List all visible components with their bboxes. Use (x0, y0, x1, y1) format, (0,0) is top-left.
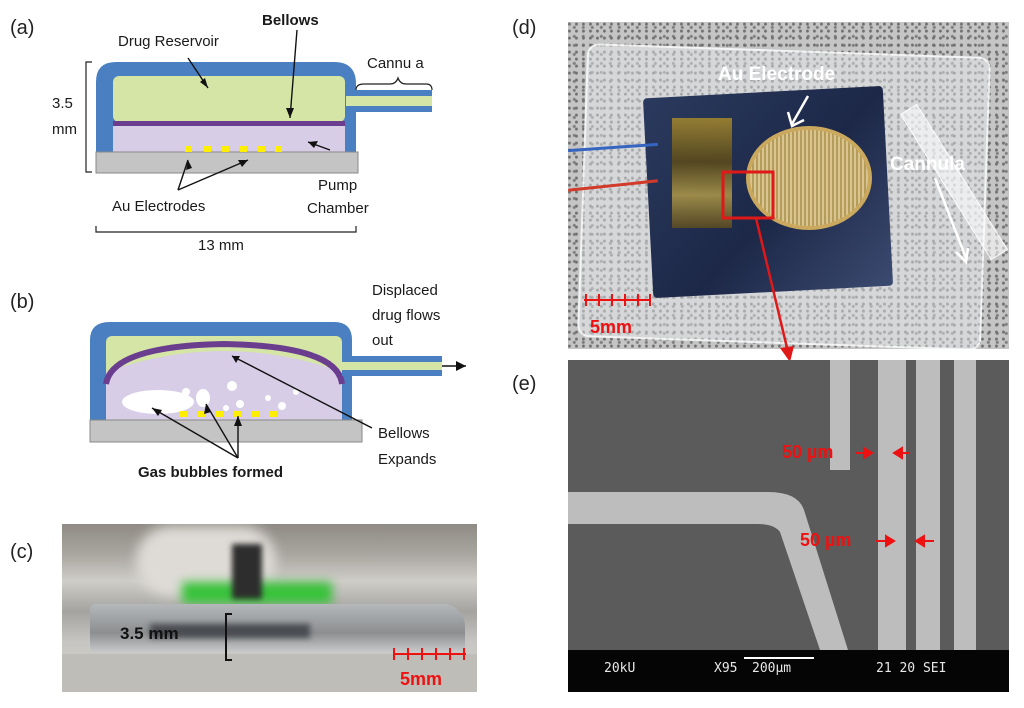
panel-b-label: (b) (10, 291, 35, 313)
bellows-expands-1: Bellows (378, 425, 430, 442)
au-electrode-label: Au Electrode (718, 64, 836, 85)
panel-d-label: (d) (512, 17, 537, 39)
sem-kv: 20kU (604, 661, 636, 676)
dark-wire (232, 544, 262, 599)
width-label: 13 mm (198, 237, 244, 254)
trace-width-1: 50 µm (782, 442, 834, 462)
height-value: 3.5 (52, 95, 73, 112)
drug-reservoir-label: Drug Reservoir (118, 33, 219, 50)
sem-traces (568, 360, 1009, 692)
device-top-photo (568, 22, 1009, 349)
trace-width-2: 50 µm (800, 530, 852, 550)
displaced-label-1: Displaced (372, 282, 438, 299)
sem-scale: 200µm (752, 661, 792, 676)
pump-label-1: Pump (318, 177, 358, 194)
sem-mag: X95 (714, 661, 738, 676)
cannula-label-d: Cannula (890, 154, 965, 175)
dark-core (150, 624, 310, 638)
sem-id: 21 20 SEI (876, 661, 947, 676)
sem-image (568, 360, 1009, 692)
panel-c-label: (c) (10, 541, 34, 563)
electrodes-label: Au Electrodes (112, 198, 206, 215)
displaced-label-3: out (372, 332, 393, 349)
bellows-label: Bellows (262, 12, 319, 29)
panel-a-label: (a) (10, 17, 35, 39)
height-unit: mm (52, 121, 77, 138)
pump-label-2: Chamber (307, 200, 369, 217)
cannula-label-a: Cannu a (367, 55, 424, 72)
scale-label-d: 5mm (590, 317, 633, 337)
device-side-photo (62, 524, 477, 692)
bellows-expands-2: Expands (378, 451, 437, 468)
table-surface (62, 654, 477, 692)
thickness-label: 3.5 mm (120, 624, 179, 643)
electrode-disc (746, 126, 872, 230)
panel-e-label: (e) (512, 373, 537, 395)
displaced-label-2: drug flows (372, 307, 441, 324)
gas-bubbles-label: Gas bubbles formed (138, 464, 284, 481)
scale-label-c: 5mm (400, 669, 443, 689)
